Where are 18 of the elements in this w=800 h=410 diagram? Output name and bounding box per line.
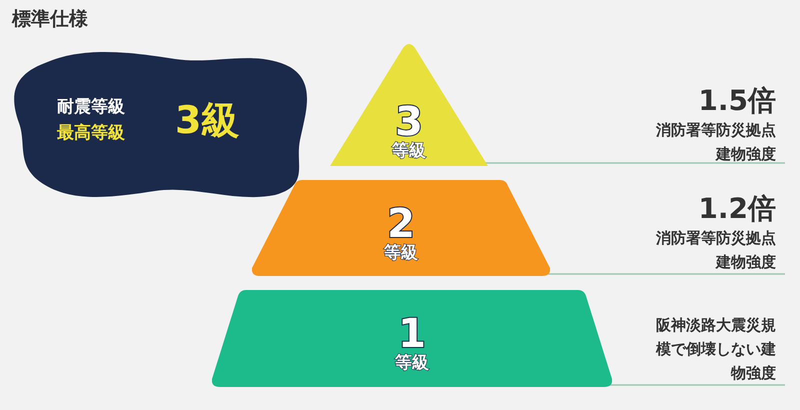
tier-label: 等級 bbox=[391, 142, 427, 160]
tier-number: 2 bbox=[387, 204, 415, 244]
label-text: 耐震等級 bbox=[57, 96, 125, 118]
tier-label: 等級 bbox=[394, 354, 430, 372]
tier-number: 1 bbox=[398, 314, 426, 354]
tier-label: 等級 bbox=[383, 244, 419, 262]
grade-text: 3級 bbox=[175, 97, 240, 144]
pyramid-tier bbox=[330, 44, 488, 166]
ratio-text: 1.2倍 bbox=[698, 191, 776, 227]
description-text: 消防署等防災拠点建物強度 bbox=[655, 120, 776, 165]
pyramid-tier bbox=[212, 290, 612, 387]
title: 標準仕様 bbox=[12, 7, 88, 32]
description-text: 阪神淡路大震災規模で倒壊しない建物強度 bbox=[654, 315, 776, 384]
pyramid-tier bbox=[252, 180, 550, 276]
ratio-text: 1.5倍 bbox=[698, 83, 776, 119]
description-text: 消防署等防災拠点建物強度 bbox=[655, 228, 776, 273]
label-text: 最高等級 bbox=[57, 122, 125, 144]
tier-number: 3 bbox=[395, 102, 423, 142]
